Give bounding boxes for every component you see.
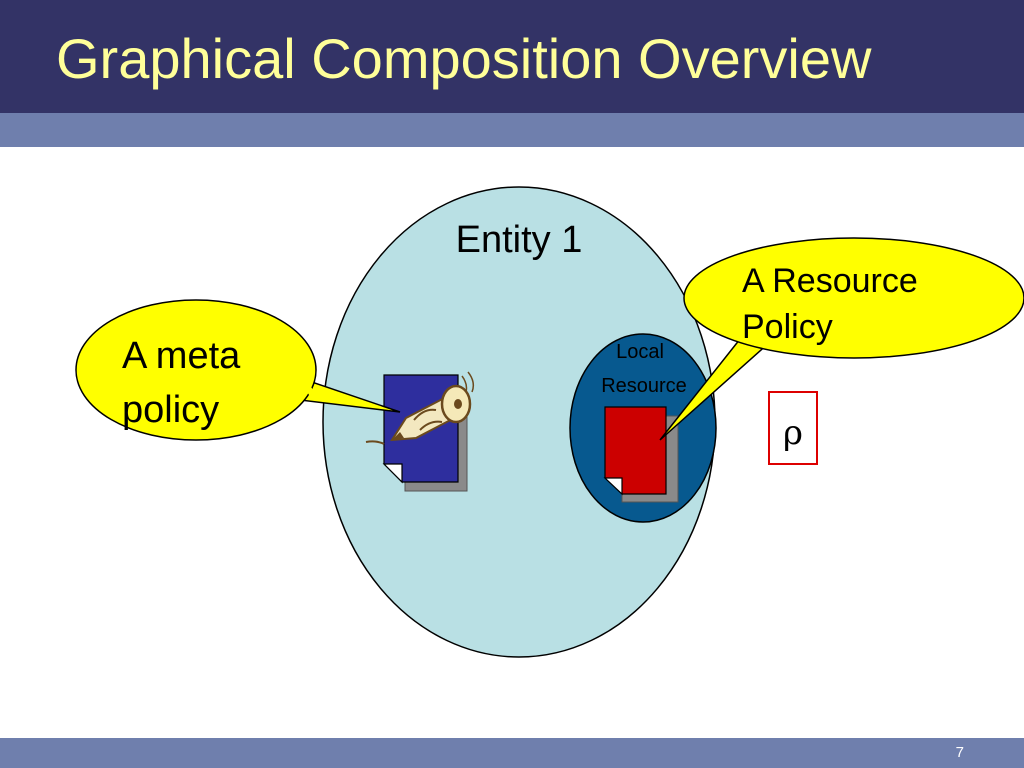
resource-policy-callout (659, 237, 1024, 441)
meta-policy-line1: A meta (122, 335, 241, 377)
page-number: 7 (955, 744, 964, 761)
slide-title: Graphical Composition Overview (56, 27, 872, 90)
resource-policy-line1: A Resource (742, 262, 918, 300)
rho-box (768, 391, 818, 465)
title-bar (0, 0, 1024, 113)
meta-policy-callout (75, 299, 401, 441)
local-resource-label-line2: Resource (601, 375, 687, 397)
footer-bar (0, 738, 1024, 768)
red-document-icon (603, 406, 679, 503)
local-resource-label-line1: Local (616, 341, 664, 363)
document-pencil-icon (365, 371, 475, 492)
entity-label: Entity 1 (456, 219, 583, 261)
title-accent-bar (0, 113, 1024, 147)
rho-symbol: ρ (783, 413, 803, 453)
resource-policy-line2: Policy (742, 308, 833, 346)
meta-policy-line2: policy (122, 389, 219, 431)
